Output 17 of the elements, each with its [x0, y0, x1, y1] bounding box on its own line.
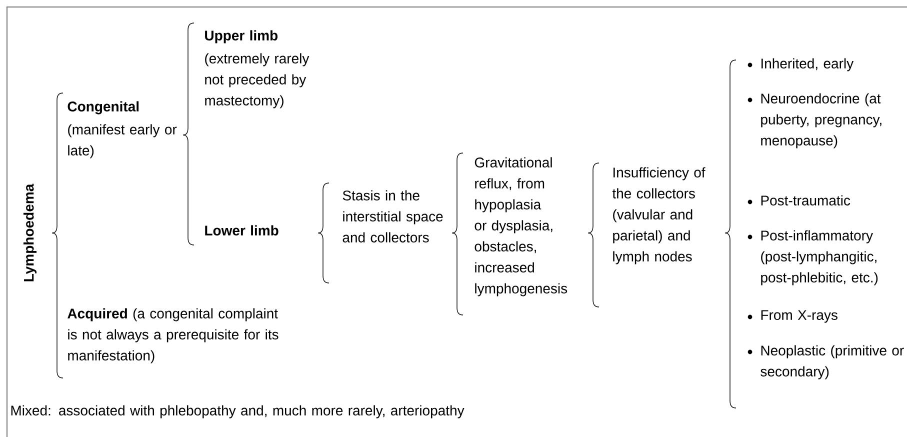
- category-heading: Lower limb: [205, 225, 278, 236]
- description-text: Stasis in the interstitial space and collectors: [342, 190, 443, 242]
- description-text: (extremely rarely not preceded by mastectomy): [205, 53, 310, 108]
- description-text: Gravitational reflux, from hypoplasia or dysplasia, obstacles, increased lymphogenesis: [474, 157, 568, 296]
- title-text: Lymphoedema: [23, 184, 37, 282]
- list-item: Inherited, early: [762, 58, 854, 72]
- description-text: Insufficiency of the collectors (valvular and parietal) and lymph nodes: [612, 167, 706, 264]
- list-item: Neoplastic (primitive or secondary): [760, 345, 904, 380]
- list-item: Post-traumatic: [761, 195, 850, 206]
- description-text: Acquired (a congenital complaint is not always a prerequisite for its manifestation): [68, 308, 278, 364]
- category-heading: Congenital: [68, 101, 139, 114]
- description-text: (manifest early or late): [68, 124, 177, 158]
- list-item: From X-rays: [761, 310, 838, 323]
- description-text: Mixed: associated with phlebopathy and, much more rarely, arteriopathy: [11, 405, 464, 418]
- category-heading: Upper limb: [205, 30, 278, 44]
- list-item: Neuroendocrine (at puberty, pregnancy, menopause): [761, 93, 882, 148]
- list-item: Post-inflammatory (post-lymphangitic, post-phlebitic, etc.): [761, 230, 878, 286]
